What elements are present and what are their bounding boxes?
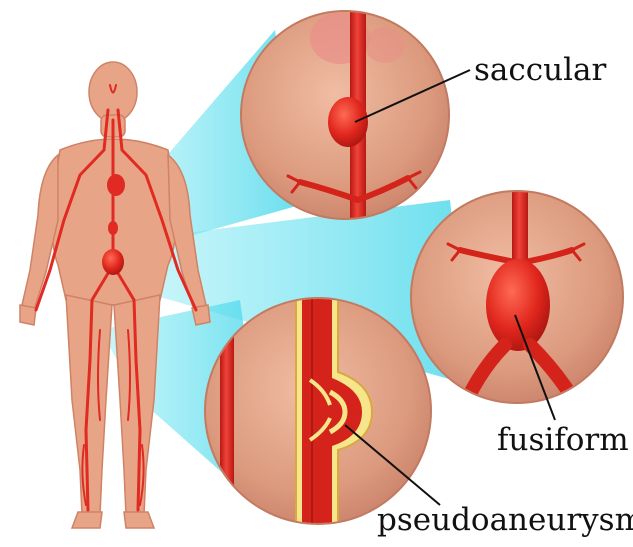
label-saccular: saccular bbox=[474, 55, 606, 86]
label-pseudoaneurysm: pseudoaneurysm bbox=[377, 505, 633, 536]
label-fusiform: fusiform bbox=[497, 425, 629, 456]
